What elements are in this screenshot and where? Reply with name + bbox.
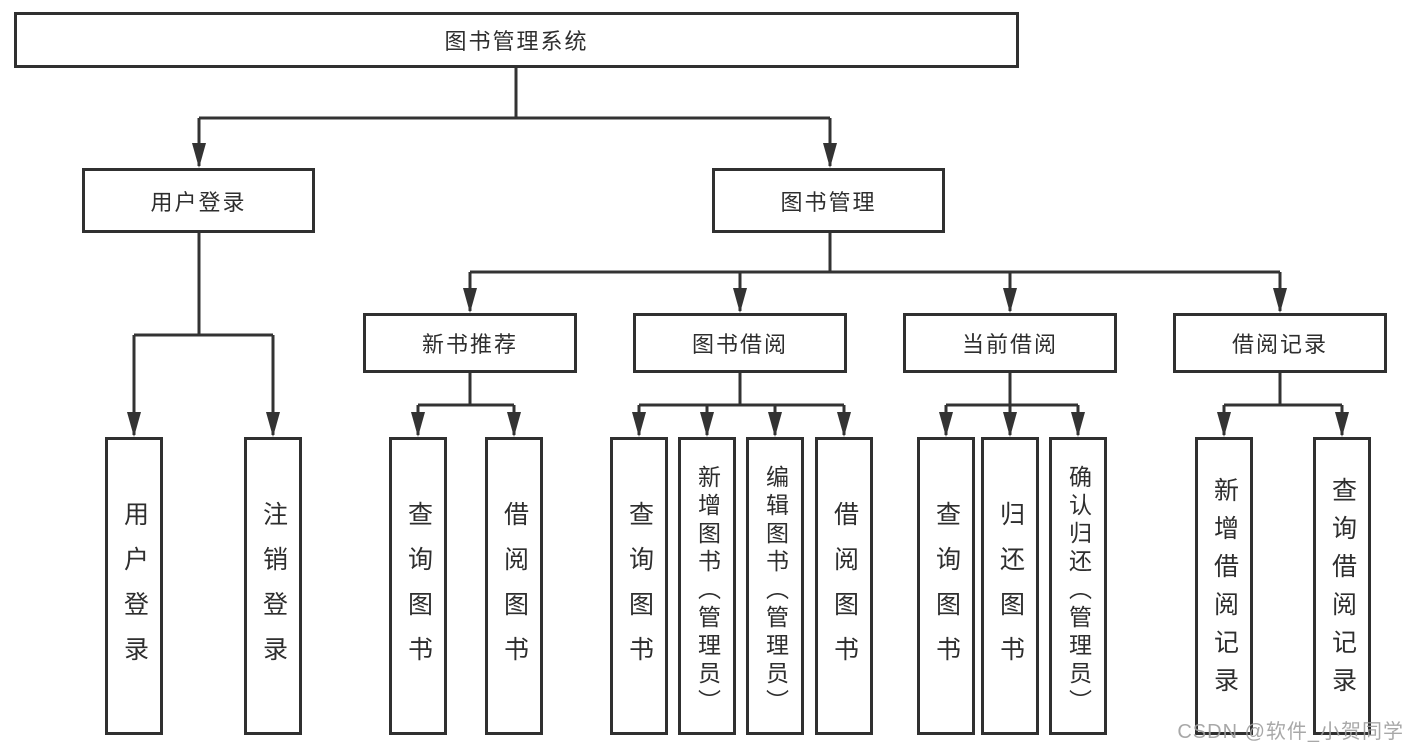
node-root: 图书管理系统 bbox=[14, 12, 1019, 68]
connector-user-login bbox=[132, 233, 275, 435]
arrow-icon bbox=[1003, 288, 1017, 313]
arrow-icon bbox=[266, 412, 280, 437]
node-leaf-bw-edit-book-admin: 编辑图书（管理员） bbox=[746, 437, 804, 735]
arrow-icon bbox=[1335, 412, 1349, 437]
arrow-icon bbox=[939, 412, 953, 437]
arrow-icon bbox=[192, 143, 206, 168]
node-leaf-rec-query-record: 查询借阅记录 bbox=[1313, 437, 1371, 735]
connector-book-mgmt bbox=[468, 233, 1282, 311]
arrow-icon bbox=[768, 412, 782, 437]
node-leaf-cur-query-book: 查询图书 bbox=[917, 437, 975, 735]
arrowheads bbox=[127, 143, 1349, 437]
arrow-icon bbox=[127, 412, 141, 437]
connector-book-borrow bbox=[637, 373, 846, 435]
node-borrow-records: 借阅记录 bbox=[1173, 313, 1387, 373]
node-leaf-bw-query-book: 查询图书 bbox=[610, 437, 668, 735]
arrow-icon bbox=[1071, 412, 1085, 437]
arrow-icon bbox=[700, 412, 714, 437]
node-leaf-bw-borrow-book: 借阅图书 bbox=[815, 437, 873, 735]
arrow-icon bbox=[1003, 412, 1017, 437]
node-leaf-rec-add-record: 新增借阅记录 bbox=[1195, 437, 1253, 735]
node-leaf-logout: 注销登录 bbox=[244, 437, 302, 735]
node-leaf-user-login: 用户登录 bbox=[105, 437, 163, 735]
node-leaf-cur-confirm-return-admin: 确认归还（管理员） bbox=[1049, 437, 1107, 735]
arrow-icon bbox=[733, 288, 747, 313]
node-current-borrow: 当前借阅 bbox=[903, 313, 1117, 373]
node-new-book-recommend: 新书推荐 bbox=[363, 313, 577, 373]
arrow-icon bbox=[507, 412, 521, 437]
node-book-mgmt: 图书管理 bbox=[712, 168, 945, 233]
connector-new-book bbox=[416, 373, 516, 435]
arrow-icon bbox=[411, 412, 425, 437]
connector-root bbox=[197, 68, 832, 166]
node-leaf-nb-query-book: 查询图书 bbox=[389, 437, 447, 735]
arrow-icon bbox=[632, 412, 646, 437]
arrow-icon bbox=[1217, 412, 1231, 437]
node-leaf-nb-borrow-book: 借阅图书 bbox=[485, 437, 543, 735]
node-leaf-bw-add-book-admin: 新增图书（管理员） bbox=[678, 437, 736, 735]
arrow-icon bbox=[823, 143, 837, 168]
arrow-icon bbox=[837, 412, 851, 437]
arrow-icon bbox=[1273, 288, 1287, 313]
csdn-watermark: CSDN @软件_小贺同学 bbox=[1177, 721, 1404, 743]
arrow-icon bbox=[463, 288, 477, 313]
node-book-borrow: 图书借阅 bbox=[633, 313, 847, 373]
connector-borrow-records bbox=[1222, 373, 1344, 435]
node-user-login: 用户登录 bbox=[82, 168, 315, 233]
node-leaf-cur-return-book: 归还图书 bbox=[981, 437, 1039, 735]
